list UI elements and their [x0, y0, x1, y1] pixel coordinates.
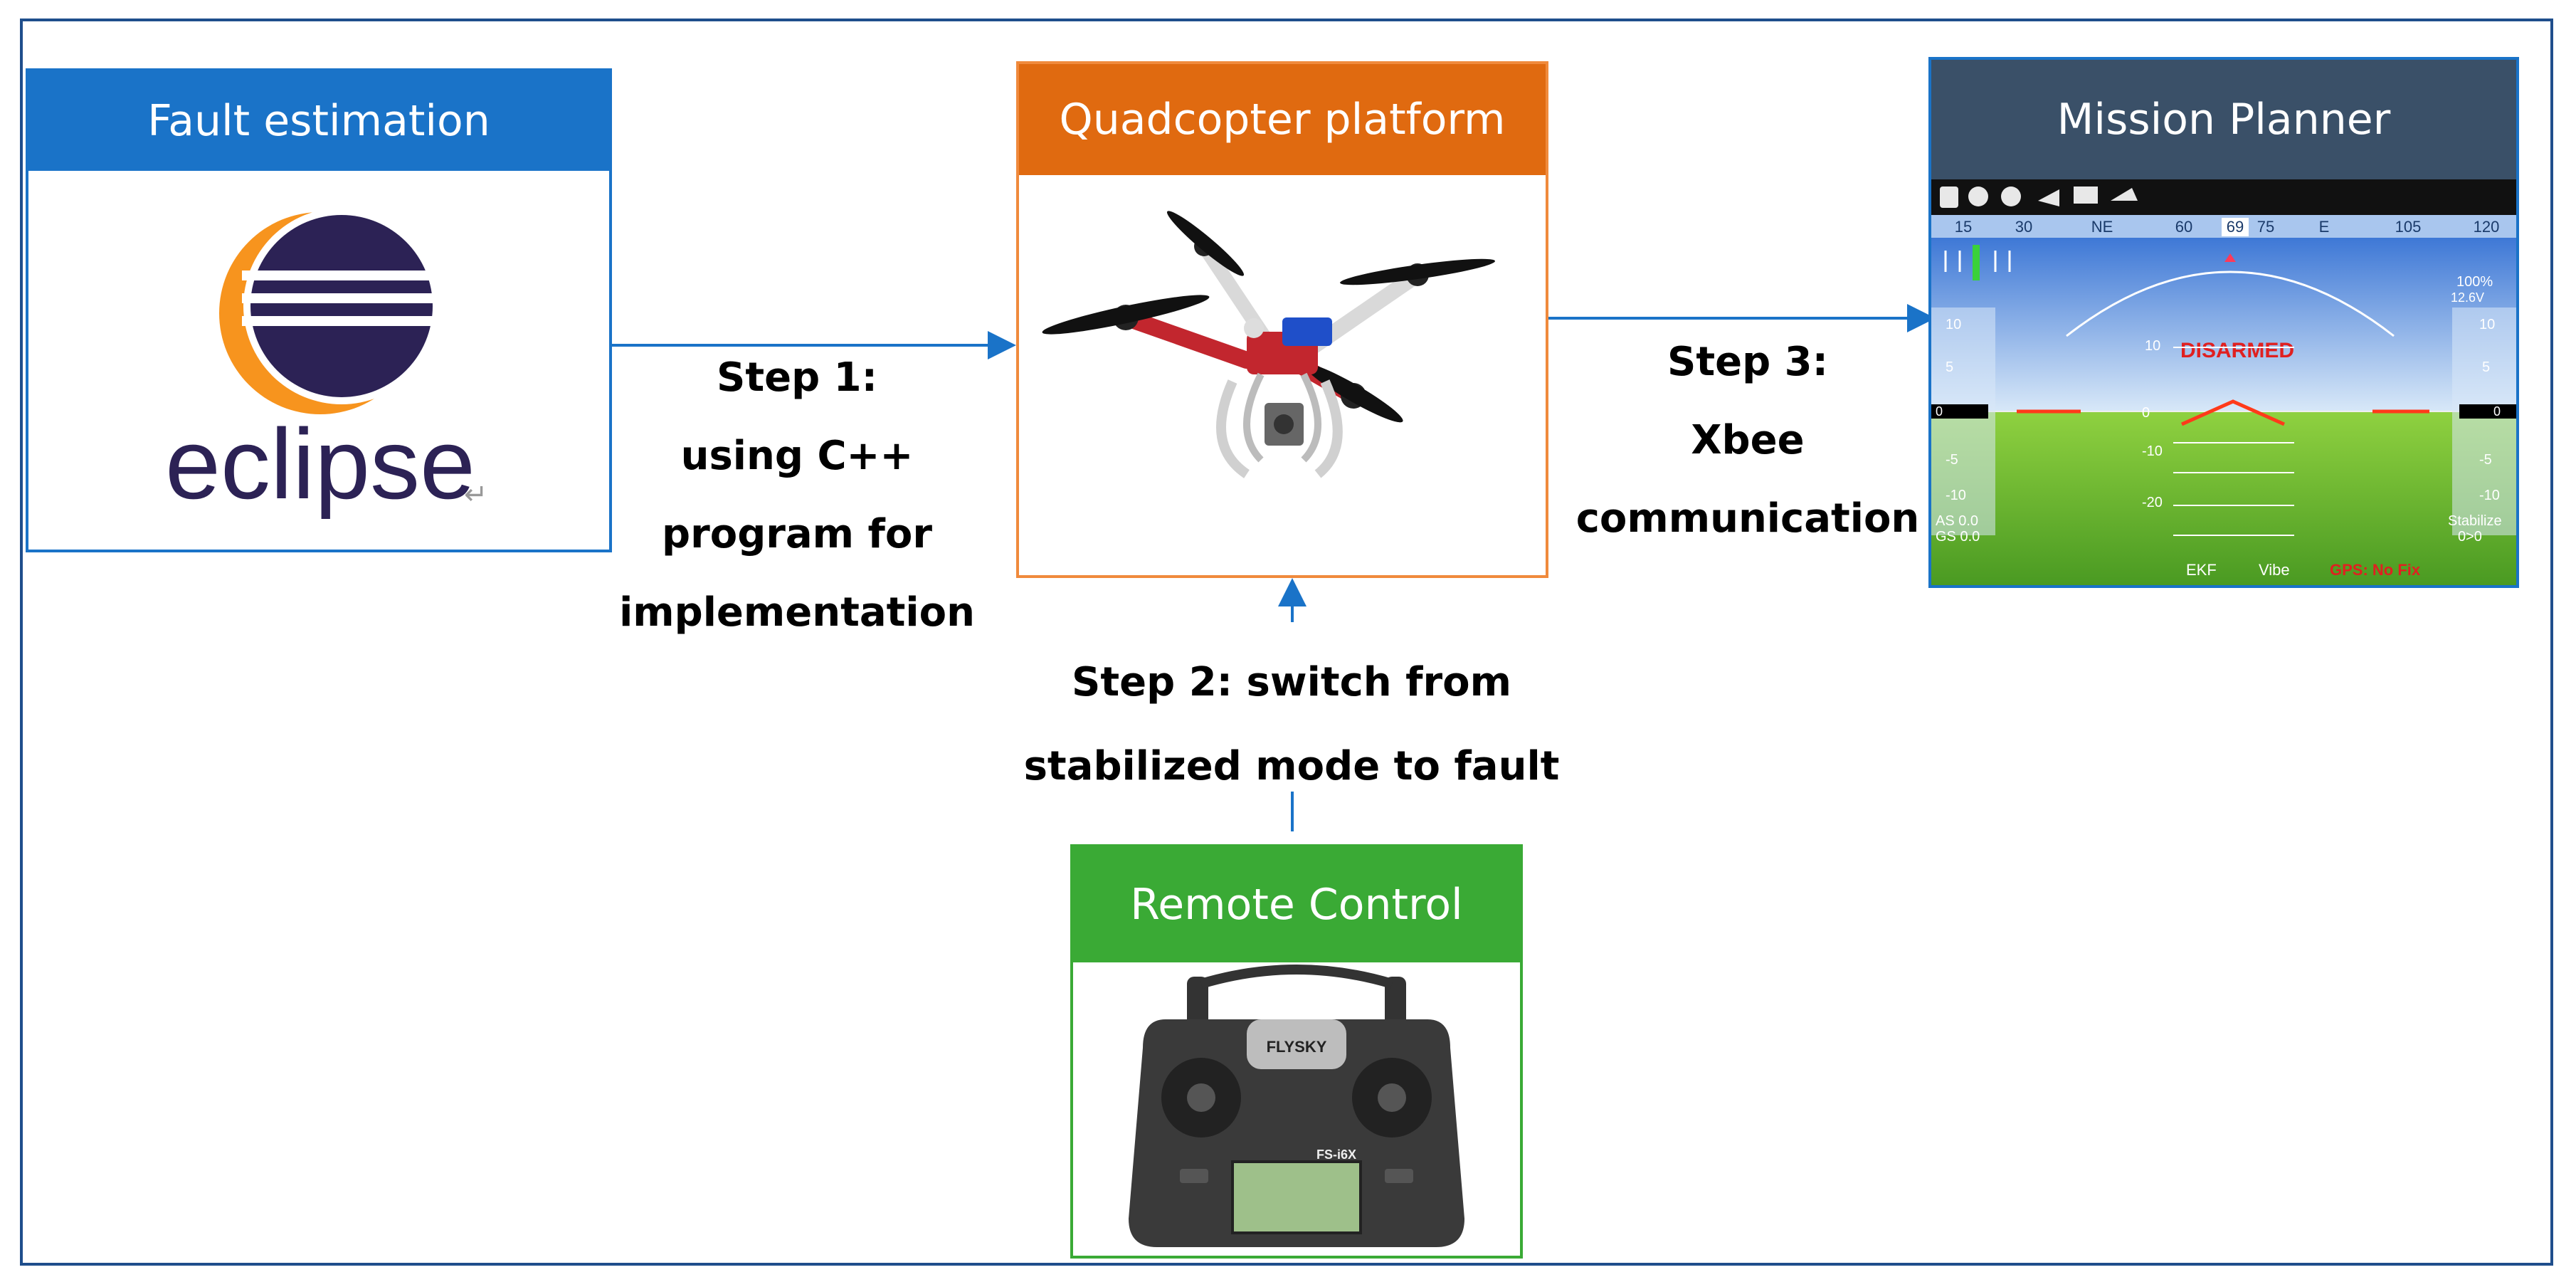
quadcopter-platform-title: Quadcopter platform: [1019, 64, 1546, 175]
svg-text:10: 10: [2479, 317, 2495, 332]
remote-model: FS-i6X: [1316, 1147, 1356, 1162]
svg-text:10: 10: [2145, 338, 2160, 354]
svg-text:-5: -5: [2479, 452, 2492, 468]
mission-planner-box: Mission Planner 15 30 NE 60: [1928, 57, 2519, 588]
quadcopter-image: [1042, 211, 1495, 478]
fault-estimation-title: Fault estimation: [28, 71, 609, 171]
groundspeed-label: GS 0.0: [1936, 529, 1980, 545]
svg-text:105: 105: [2395, 218, 2422, 236]
pitch-ladder: 10 -10 -20 0: [2142, 338, 2294, 536]
svg-text:NE: NE: [2091, 218, 2113, 236]
svg-text:-10: -10: [2479, 488, 2500, 503]
eclipse-logo: eclipse ↵: [165, 208, 488, 520]
remote-control-image: FLYSKY FS-i6X: [1129, 965, 1464, 1247]
airspeed-label: AS 0.0: [1936, 513, 1978, 529]
svg-text:30: 30: [2015, 218, 2032, 236]
svg-text:5: 5: [1946, 359, 1953, 375]
remote-control-box: Remote Control FLYSKY FS-i6X: [1070, 844, 1523, 1259]
flight-mode-value: 0>0: [2458, 529, 2482, 545]
svg-text:69: 69: [2227, 218, 2244, 236]
svg-text:0: 0: [1936, 404, 1943, 419]
step1-label: Step 1: using C++ program for implementa…: [619, 354, 975, 636]
svg-text:0: 0: [2142, 405, 2150, 421]
fault-estimation-box: Fault estimation eclipse ↵: [26, 68, 612, 552]
remote-brand: FLYSKY: [1267, 1038, 1327, 1056]
svg-text:-10: -10: [2142, 443, 2163, 459]
hud-toolbar-icons: [1940, 187, 2138, 208]
left-speed-tape: 10 5 -5 -10: [1946, 317, 1966, 503]
flight-mode: Stabilize: [2448, 513, 2502, 529]
hud-display: 15 30 NE 60 69 75 E 105 120 DISARMED 10 …: [1931, 179, 2516, 585]
remote-control-title: Remote Control: [1073, 847, 1520, 962]
diagram-frame: [20, 19, 2553, 1266]
step3-label: Step 3: Xbee communication: [1575, 339, 1920, 542]
vibe-indicator: Vibe: [2259, 561, 2290, 579]
svg-text:15: 15: [1955, 218, 1972, 236]
svg-text:↵: ↵: [464, 479, 488, 510]
ekf-indicator: EKF: [2186, 561, 2217, 579]
gps-indicator: GPS: No Fix: [2330, 561, 2421, 579]
eclipse-wordmark: eclipse: [165, 408, 475, 520]
mission-planner-title: Mission Planner: [1931, 60, 2516, 179]
quadcopter-platform-box: Quadcopter platform: [1016, 61, 1548, 578]
svg-text:60: 60: [2175, 218, 2192, 236]
svg-text:0: 0: [2493, 404, 2501, 419]
svg-text:-10: -10: [1946, 488, 1966, 503]
svg-text:-5: -5: [1946, 452, 1958, 468]
battery-percent: 100%: [2456, 274, 2493, 290]
hud-status: DISARMED: [2180, 339, 2294, 362]
svg-text:5: 5: [2482, 359, 2490, 375]
svg-text:120: 120: [2474, 218, 2500, 236]
svg-text:-20: -20: [2142, 495, 2163, 510]
right-alt-tape: 10 5 -5 -10: [2479, 317, 2500, 503]
svg-text:75: 75: [2257, 218, 2274, 236]
svg-text:10: 10: [1946, 317, 1961, 332]
svg-text:E: E: [2319, 218, 2330, 236]
battery-voltage: 12.6V: [2451, 290, 2484, 305]
step2-label: Step 2: switch from stabilized mode to f…: [1023, 659, 1560, 789]
heading-tape: 15 30 NE 60 69 75 E 105 120: [1955, 218, 2500, 236]
